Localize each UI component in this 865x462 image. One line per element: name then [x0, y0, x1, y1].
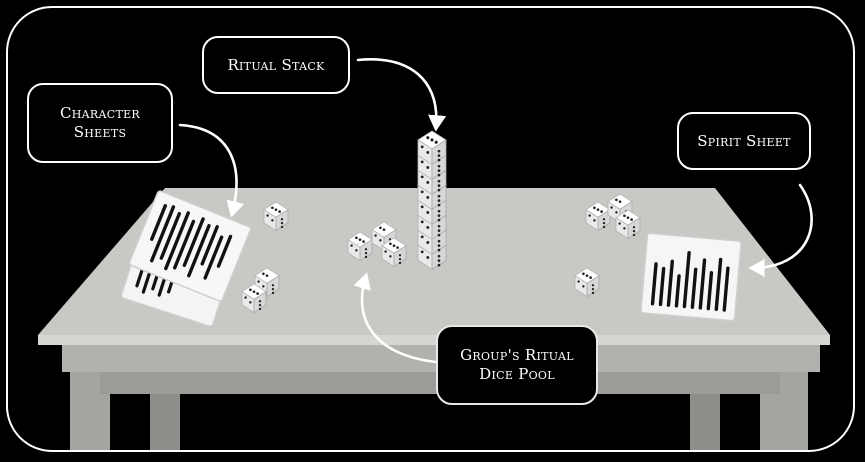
die-icon: [347, 231, 373, 262]
die-icon: [585, 201, 611, 232]
arrow-icon: [178, 123, 245, 218]
dice-layer: [241, 130, 641, 314]
die-icon: [241, 283, 267, 314]
arrow-icon: [356, 58, 447, 132]
arrows: [178, 58, 813, 364]
arrow-icon: [748, 183, 813, 278]
die-icon: [381, 237, 407, 268]
label-group-ritual-dice-pool: Group's Ritual Dice Pool: [436, 325, 598, 405]
diagram-frame: [6, 6, 855, 452]
die-icon: [254, 267, 280, 298]
die-icon: [263, 201, 289, 232]
label-character-sheets: Character Sheets: [27, 83, 173, 163]
label-ritual-stack: Ritual Stack: [202, 36, 350, 94]
die-icon: [615, 209, 641, 240]
spirit-sheet-icon: [640, 232, 742, 322]
character-sheet-icon: [120, 190, 252, 327]
die-icon: [574, 267, 600, 298]
arrow-icon: [353, 272, 438, 364]
label-spirit-sheet: Spirit Sheet: [677, 112, 811, 170]
die-icon: [417, 130, 447, 166]
table-edge: [38, 335, 830, 345]
